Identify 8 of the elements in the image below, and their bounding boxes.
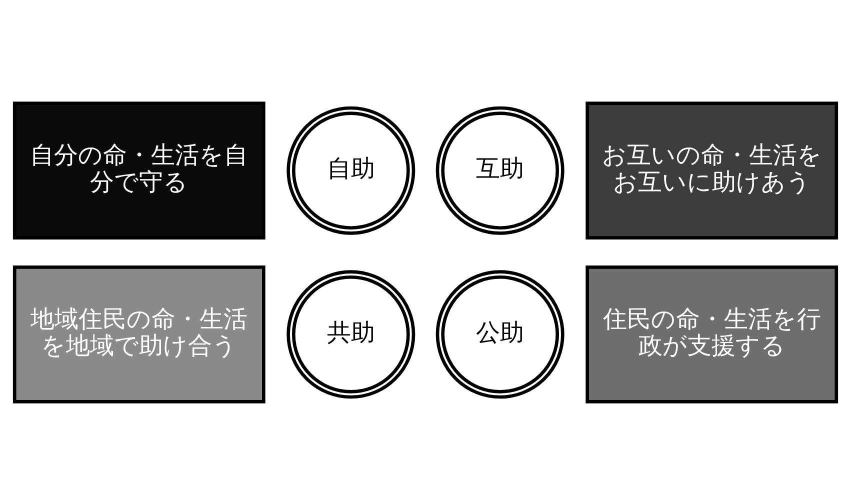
node-box: 地域住民の命・生活を地域で助け合う <box>12 264 266 403</box>
node-box: お互いの命・生活をお互いに助けあう <box>586 101 838 240</box>
node-circle: 公助 <box>436 270 564 398</box>
node-circle: 自助 <box>286 106 416 234</box>
node-circle: 共助 <box>286 270 416 398</box>
node-box: 住民の命・生活を行政が支援する <box>586 264 838 403</box>
node-box: 自分の命・生活を自分で守る <box>12 101 266 240</box>
node-circle: 互助 <box>436 106 564 234</box>
